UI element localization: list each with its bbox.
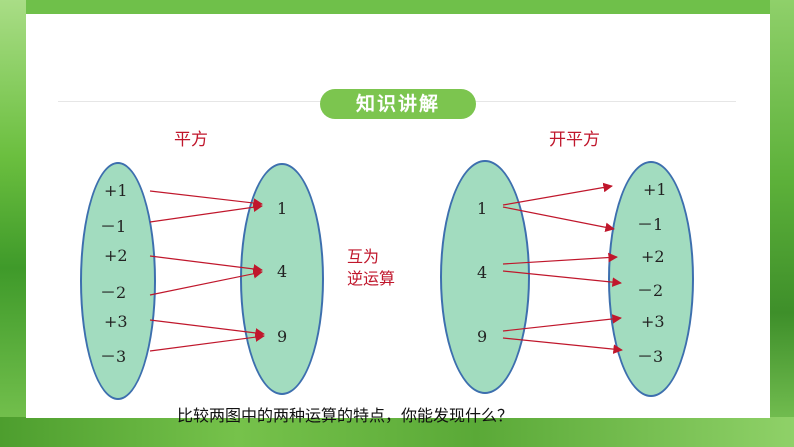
right-domain-item: 9 (477, 327, 488, 346)
background-foliage-left (0, 0, 26, 447)
right-codomain-item: －1 (637, 215, 664, 234)
section-badge: 知识讲解 (320, 89, 476, 119)
left-domain-item: +3 (104, 312, 128, 331)
left-diagram-title: 平方 (174, 130, 208, 150)
background-grass-bottom (0, 417, 794, 447)
left-codomain-item: 1 (277, 199, 288, 218)
right-codomain-item: －2 (637, 281, 664, 300)
left-codomain-item: 9 (277, 327, 288, 346)
inverse-operation-label-line1: 互为 (347, 247, 380, 266)
right-codomain-item: +1 (643, 180, 667, 199)
right-domain-item: 1 (477, 199, 488, 218)
right-codomain-item: －3 (637, 347, 664, 366)
inverse-operation-label: 互为 逆运算 (347, 246, 395, 290)
left-domain-item: +1 (104, 181, 128, 200)
right-domain-item: 4 (477, 263, 488, 282)
right-codomain-oval (608, 161, 694, 397)
inverse-operation-label-line2: 逆运算 (347, 269, 396, 288)
left-domain-item: －3 (100, 347, 127, 366)
left-domain-item: +2 (104, 246, 128, 265)
background-foliage-right (770, 0, 794, 447)
left-domain-item: －1 (100, 217, 127, 236)
left-domain-item: －2 (100, 283, 127, 302)
right-codomain-item: +3 (641, 312, 665, 331)
left-codomain-item: 4 (277, 262, 288, 281)
right-diagram-title: 开平方 (549, 130, 600, 150)
question-text: 比较两图中的两种运算的特点，你能发现什么？ (177, 406, 514, 425)
right-codomain-item: +2 (641, 247, 665, 266)
